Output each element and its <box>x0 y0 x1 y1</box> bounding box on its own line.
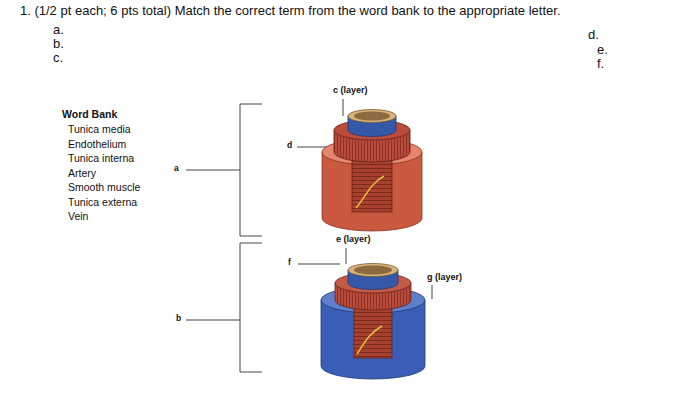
bracket <box>240 243 262 372</box>
word-bank-term: Artery <box>68 167 96 179</box>
leader-line <box>186 170 240 171</box>
answer-blank: a. <box>53 23 64 38</box>
layer-label: g (layer) <box>427 272 462 282</box>
word-bank-term: Tunica media <box>68 123 131 135</box>
layer-label: c (layer) <box>333 85 368 95</box>
leader-line <box>432 285 433 299</box>
answer-blank: b. <box>53 37 64 52</box>
word-bank-term: Endothelium <box>68 138 126 150</box>
word-bank-heading: Word Bank <box>62 108 117 120</box>
answer-blank: d. <box>588 28 599 43</box>
word-bank-term: Tunica interna <box>68 152 134 164</box>
diagram-letter: a <box>174 164 179 174</box>
leader-line <box>343 99 344 116</box>
leader-line <box>186 320 240 321</box>
word-bank-term: Vein <box>68 210 88 222</box>
diagram-letter: f <box>288 258 291 268</box>
answer-blank: f. <box>597 57 604 72</box>
word-bank-term: Tunica externa <box>68 196 137 208</box>
leader-line <box>346 248 347 264</box>
vein-drawing <box>321 264 425 380</box>
layer-label: e (layer) <box>336 234 371 244</box>
word-bank-term: Smooth muscle <box>68 181 140 193</box>
bracket <box>240 104 262 236</box>
leader-line <box>297 147 328 148</box>
diagram-letter: d <box>287 141 292 151</box>
answer-blank: c. <box>53 51 63 66</box>
leader-line <box>298 264 340 265</box>
answer-blank: e. <box>597 43 608 58</box>
question-title: 1. (1/2 pt each; 6 pts total) Match the … <box>20 4 561 19</box>
diagram-letter: b <box>176 314 181 324</box>
artery-drawing <box>322 110 422 231</box>
